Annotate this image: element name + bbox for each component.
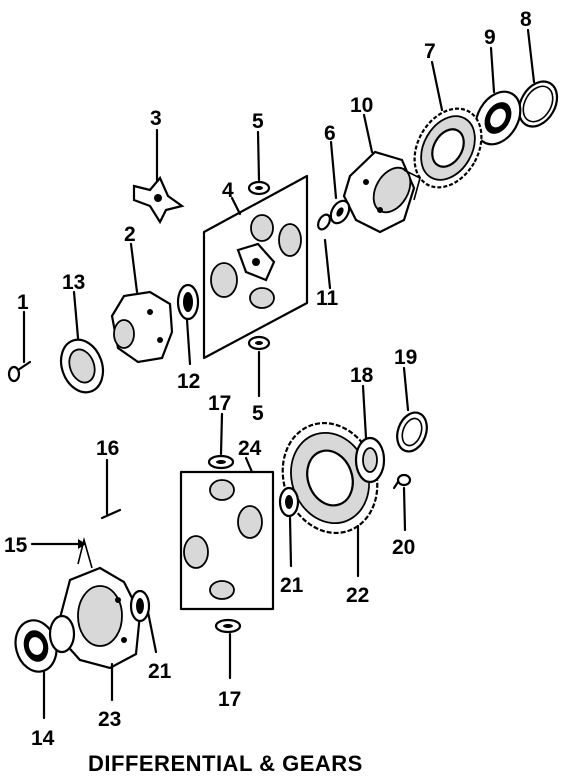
leader-arrowheads	[78, 539, 86, 549]
callout-14: 14	[31, 727, 55, 750]
part-8-snap-ring	[517, 80, 559, 128]
part-4-gear-kit-box	[202, 174, 309, 360]
part-5-washer-top	[247, 180, 271, 196]
part-1-bolt	[7, 360, 32, 383]
callout-24: 24	[238, 437, 262, 460]
part-2-flange	[110, 290, 174, 364]
callout-17-top: 17	[208, 392, 231, 415]
part-10-differential-case	[342, 150, 421, 234]
part-7-ring-gear	[413, 107, 483, 189]
callout-5-top: 5	[252, 110, 264, 133]
callout-21-right: 21	[280, 574, 304, 597]
leader-lines	[22, 28, 536, 720]
callout-9: 9	[484, 26, 496, 49]
callout-23: 23	[98, 708, 121, 731]
callout-18: 18	[350, 364, 374, 387]
part-22-ring-gear	[281, 421, 379, 535]
part-20-bolt	[392, 473, 412, 490]
part-6-washer	[329, 199, 351, 225]
part-17-washer-bottom	[214, 618, 242, 634]
callout-17-bottom: 17	[218, 688, 241, 711]
callout-5-bottom: 5	[252, 402, 264, 425]
callout-21-left: 21	[148, 660, 172, 683]
part-11-clip	[317, 213, 331, 231]
callout-11: 11	[316, 287, 339, 310]
part-19-ring	[396, 411, 428, 453]
callout-6: 6	[324, 122, 336, 145]
callout-3: 3	[150, 107, 162, 130]
callout-4: 4	[222, 179, 234, 202]
part-5-washer-bottom	[247, 335, 271, 351]
callout-10: 10	[350, 94, 373, 117]
callout-2: 2	[124, 223, 136, 246]
callout-1: 1	[17, 291, 29, 314]
part-14-bearing	[14, 614, 76, 673]
part-17-washer-top	[207, 454, 235, 470]
callout-12: 12	[177, 370, 200, 393]
callout-22: 22	[346, 584, 369, 607]
diagram-title: DIFFERENTIAL & GEARS	[88, 751, 363, 776]
callout-20: 20	[392, 536, 415, 559]
part-18-hub	[354, 436, 386, 484]
callout-16: 16	[96, 437, 119, 460]
callout-15: 15	[4, 534, 28, 557]
callout-7: 7	[424, 40, 436, 63]
callout-19: 19	[394, 346, 417, 369]
callout-8: 8	[520, 8, 532, 31]
part-21-washer-left	[129, 589, 151, 623]
part-23-differential-case	[58, 536, 142, 670]
callout-13: 13	[62, 271, 85, 294]
part-12-seal	[176, 283, 200, 321]
part-9-bearing	[474, 90, 522, 146]
part-16-pin	[100, 508, 122, 520]
part-21-washer-right	[278, 486, 300, 518]
callout-labels: 1 2 3 4 5 5 6 7 8 9 10 11 12 13 14 15 16…	[4, 8, 532, 750]
part-3-spider	[132, 175, 185, 225]
part-24-gear-kit-box	[179, 470, 275, 611]
part-13-seal	[59, 338, 105, 394]
